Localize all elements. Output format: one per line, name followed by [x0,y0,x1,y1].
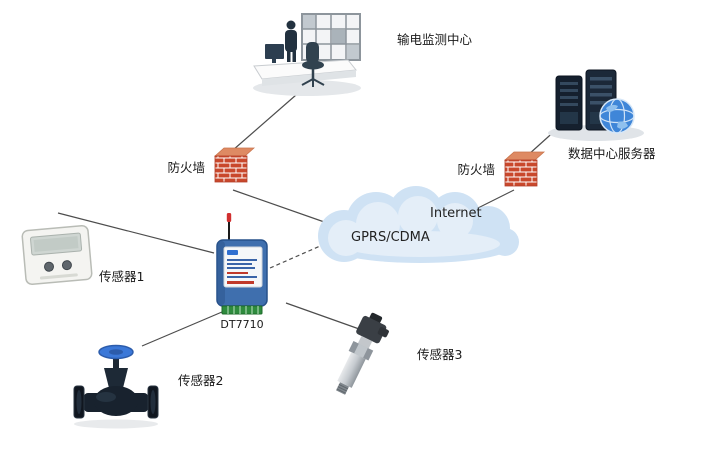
edge-sensor2-to-dtu [141,308,230,347]
dtu-device-icon [216,213,268,315]
cloud-icon [318,186,519,263]
edge-sensor3-to-dtu [285,302,363,331]
monitoring-workstation-icon [253,13,361,96]
edge-sensor1-to-dtu [57,212,215,254]
firewall-left-label: 防火墙 [167,160,205,175]
firewall-right-label: 防火墙 [457,162,495,177]
antenna-icon [226,213,232,242]
dtu-label: DT7710 [220,318,263,331]
sensor3-label: 传感器3 [417,347,462,362]
globe-icon [599,98,635,134]
sensor1-label: 传感器1 [99,269,144,284]
server-rack-icon [548,69,644,141]
pressure-transmitter-icon [336,312,389,395]
firewall-right-icon [503,151,546,187]
panel-sensor-icon [21,224,93,286]
gprs-cdma-label: GPRS/CDMA [351,230,430,245]
data-center-label: 数据中心服务器 [568,146,656,161]
edge-monitoring-to-firewall [232,94,297,151]
connection-lines [57,94,559,347]
valve-icon [73,344,159,429]
sensor2-label: 传感器2 [178,373,223,388]
firewall-left-icon [213,147,256,183]
edge-cloud-to-firewall2 [477,189,515,209]
edge-firewall-to-cloud [232,189,331,225]
edge-dtu-to-cloud-dashed [269,242,328,269]
monitoring-center-label: 输电监测中心 [397,32,473,47]
internet-label: Internet [430,206,482,221]
